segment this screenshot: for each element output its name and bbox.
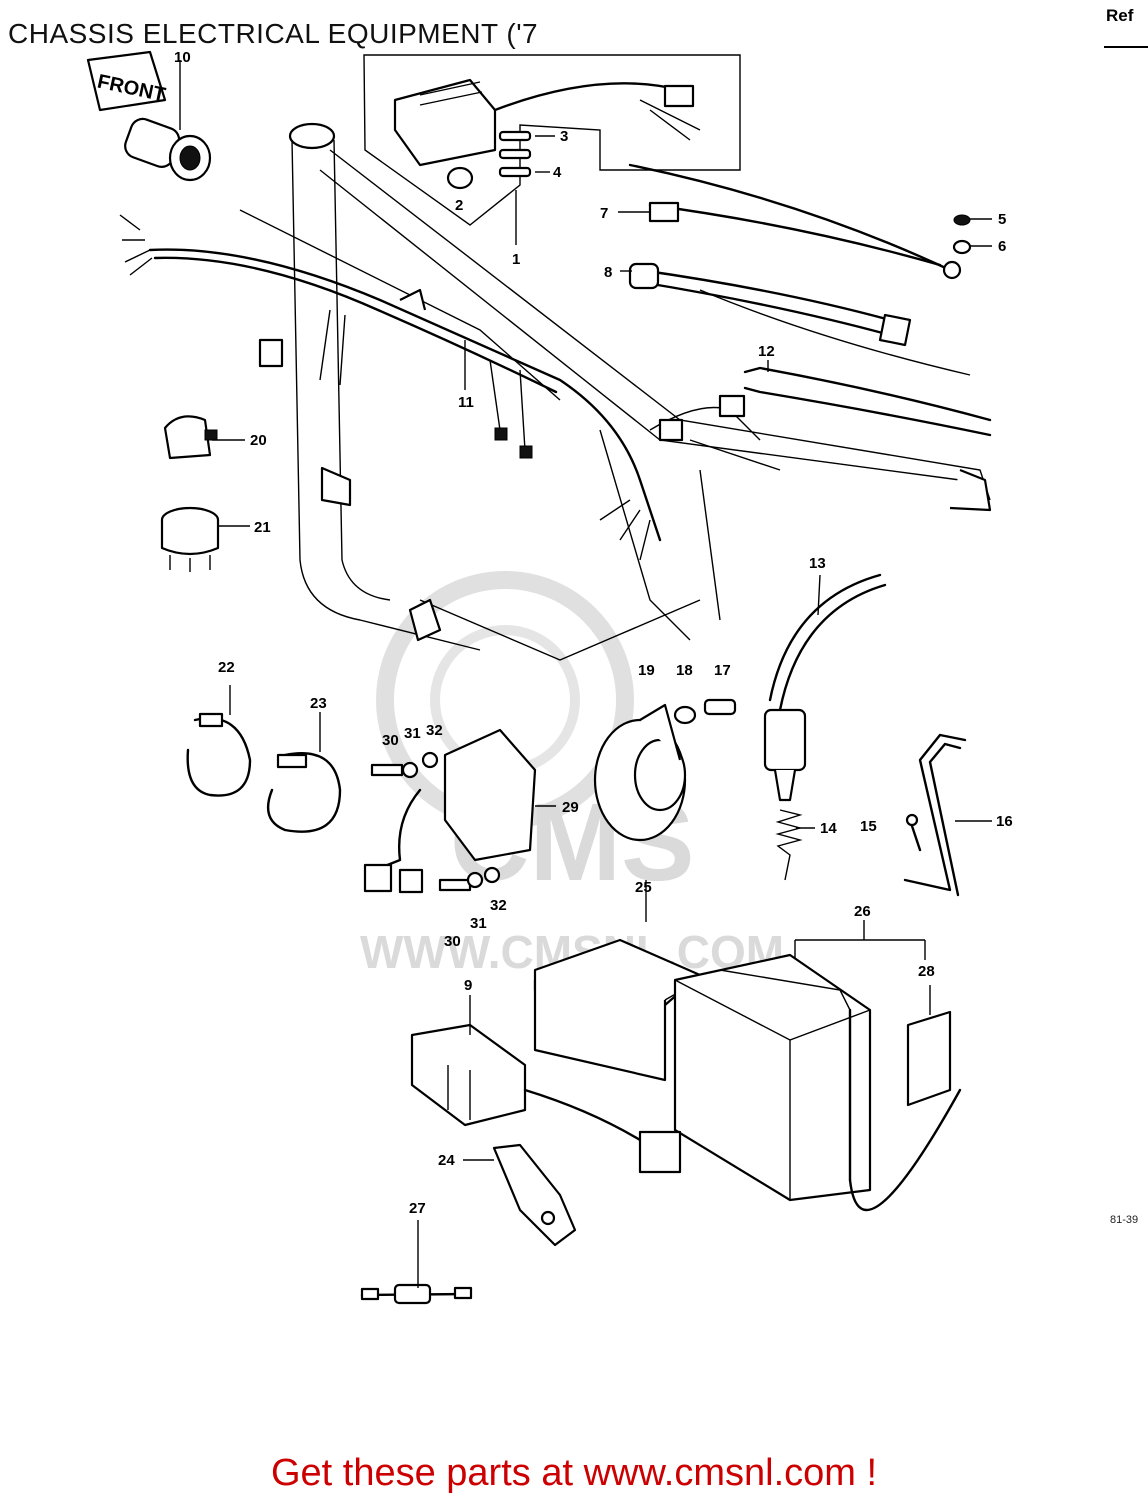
callout-27: 27 <box>409 1200 426 1217</box>
callout-2: 2 <box>455 197 463 214</box>
callout-7: 7 <box>600 205 608 222</box>
callout-31-bottom: 31 <box>470 915 487 932</box>
callout-5: 5 <box>998 211 1006 228</box>
callout-30-top: 30 <box>382 732 399 749</box>
callout-32-top: 32 <box>426 722 443 739</box>
frame <box>239 122 992 661</box>
callout-1: 1 <box>512 251 520 268</box>
callout-23: 23 <box>310 695 327 712</box>
callout-15: 15 <box>860 818 877 835</box>
callout-32-bottom: 32 <box>490 897 507 914</box>
callout-31-top: 31 <box>404 725 421 742</box>
part-28-label <box>906 1010 952 1107</box>
part-10-connector <box>124 60 212 182</box>
page-title: CHASSIS ELECTRICAL EQUIPMENT ('7 <box>8 18 539 49</box>
part-8-cable <box>628 262 971 376</box>
callout-labels: 10 1 2 3 4 7 8 5 6 11 12 20 21 13 19 18 … <box>174 49 1013 1217</box>
callout-6: 6 <box>998 238 1006 255</box>
part-15-pin <box>905 813 922 852</box>
callout-17: 17 <box>714 662 731 679</box>
leader-lines <box>212 190 992 1288</box>
callout-28: 28 <box>918 963 935 980</box>
watermark: CMS WWW.CMSNL.COM <box>360 571 784 978</box>
part-24-bracket <box>492 1143 577 1247</box>
part-13-switch <box>763 573 887 802</box>
callout-21: 21 <box>254 519 271 536</box>
front-tag: FRONT <box>86 50 167 112</box>
callout-18: 18 <box>676 662 693 679</box>
callout-24: 24 <box>438 1152 455 1169</box>
part-23-band <box>267 752 342 833</box>
part-29-unit <box>363 728 537 894</box>
callout-29: 29 <box>562 799 579 816</box>
callout-10: 10 <box>174 49 191 66</box>
callout-30-bottom: 30 <box>444 933 461 950</box>
callout-8: 8 <box>604 264 612 281</box>
part-27-fuse <box>360 1283 473 1305</box>
callout-14: 14 <box>820 820 837 837</box>
callout-19: 19 <box>638 662 655 679</box>
part-14-spring <box>775 809 803 881</box>
part-26-battery <box>673 953 962 1212</box>
part-1-assembly <box>363 54 741 226</box>
part-5-6-hardware <box>952 214 972 255</box>
callout-9: 9 <box>464 977 472 994</box>
callout-4: 4 <box>553 164 562 181</box>
part-7-cable <box>628 163 962 280</box>
diagram-code: 81-39 <box>1110 1214 1139 1226</box>
callout-22: 22 <box>218 659 235 676</box>
callout-20: 20 <box>250 432 267 449</box>
footer-link[interactable]: Get these parts at www.cmsnl.com ! <box>270 1452 878 1494</box>
ref-label: Ref <box>1106 6 1134 25</box>
callout-25: 25 <box>635 879 652 896</box>
part-22-band <box>186 712 252 797</box>
ref-underline <box>1104 46 1148 48</box>
part-12-rear-harness <box>649 366 992 471</box>
part-19-horn <box>593 698 737 842</box>
callout-16: 16 <box>996 813 1013 830</box>
part-21-flasher <box>160 506 220 572</box>
part-16-rod <box>903 733 967 897</box>
callout-12: 12 <box>758 343 775 360</box>
part-20-relay <box>163 415 218 460</box>
part-11-main-harness <box>119 214 662 561</box>
callout-26: 26 <box>854 903 871 920</box>
callout-13: 13 <box>809 555 826 572</box>
callout-11: 11 <box>458 394 474 411</box>
callout-3: 3 <box>560 128 568 145</box>
part-9-unit <box>410 1023 682 1174</box>
